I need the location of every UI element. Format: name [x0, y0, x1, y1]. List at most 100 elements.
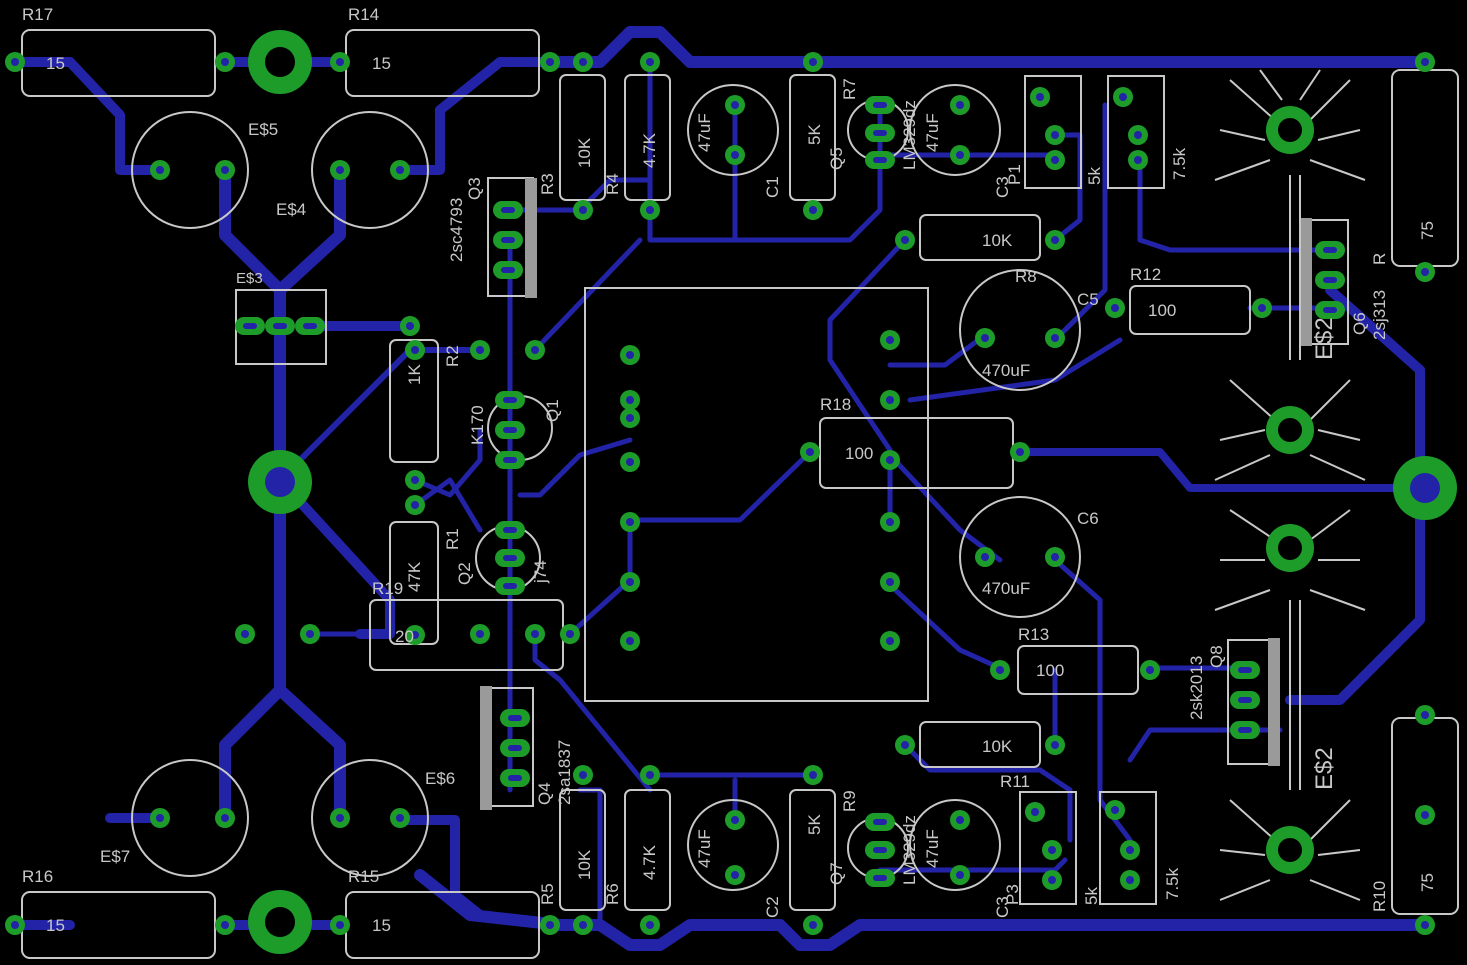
- via-hole: [566, 630, 574, 638]
- heatsink-bottom: [1214, 509, 1366, 901]
- transistor-hole: [501, 267, 515, 273]
- p2-body: [1107, 75, 1165, 189]
- via-hole: [531, 346, 539, 354]
- value-r2: 1K: [405, 364, 424, 385]
- transistor-hole: [873, 157, 887, 163]
- trace-s25: [902, 742, 1073, 843]
- trace-s8: [1137, 157, 1333, 253]
- trace-s26: [517, 437, 633, 498]
- via-hole: [646, 206, 654, 214]
- via-hole: [809, 921, 817, 929]
- via-hole: [306, 630, 314, 638]
- via-hole: [11, 921, 19, 929]
- part-q6: 2sj313: [1370, 290, 1389, 340]
- trace-s9: [907, 337, 1123, 403]
- via-hole: [11, 58, 19, 66]
- via-hole: [626, 637, 634, 645]
- p3-body: [1019, 791, 1077, 905]
- trace-s12: [827, 237, 908, 523]
- via-hole: [411, 631, 419, 639]
- via-hole: [1051, 741, 1059, 749]
- via-hole: [221, 814, 229, 822]
- r-10k-bot-body: [919, 721, 1041, 768]
- via-hole: [1421, 58, 1429, 66]
- label-q6: Q6: [1350, 312, 1369, 335]
- label-r2: R2: [443, 345, 462, 367]
- via-hole: [981, 553, 989, 561]
- label-lm-top: LM329dz: [900, 100, 919, 170]
- via-hole: [546, 921, 554, 929]
- c4-circle: [909, 799, 1001, 891]
- rotated-labels: R3 R4 10K 4.7K R7 5K C1 47uF Q5 LM329dz …: [405, 78, 1437, 918]
- label-k170: K170: [468, 405, 487, 445]
- value-r9: 5K: [805, 814, 824, 835]
- c5-circle: [959, 269, 1081, 391]
- label-r11: R11: [1000, 772, 1030, 791]
- via-hole: [809, 58, 817, 66]
- trace-s4: [532, 237, 643, 353]
- via-hole: [336, 58, 344, 66]
- silkscreen: [21, 29, 1459, 959]
- heatsink-top: [1214, 69, 1366, 481]
- value-c3: 47uF: [923, 113, 942, 152]
- label-c4: C3: [993, 896, 1012, 918]
- via-hole: [901, 236, 909, 244]
- via-hole: [1051, 236, 1059, 244]
- via-hole: [1051, 156, 1059, 164]
- via-hole: [579, 921, 587, 929]
- trace-r17: [10, 57, 165, 175]
- transistor-hole: [1323, 277, 1337, 283]
- transistor-hole: [873, 875, 887, 881]
- transistor-hole: [1238, 697, 1252, 703]
- q3-tab: [525, 178, 537, 298]
- value-r7: 5K: [805, 124, 824, 145]
- trace-s27: [412, 427, 483, 498]
- via-hole: [406, 322, 414, 330]
- value-r15: 15: [372, 916, 391, 935]
- label-q8: Q8: [1207, 645, 1226, 668]
- transistor-hole: [873, 819, 887, 825]
- value-r6: 4.7K: [640, 844, 659, 880]
- label-lm-bot: LM329dz: [900, 815, 919, 885]
- trace-s14: [627, 449, 813, 523]
- via-hole: [1036, 93, 1044, 101]
- p1-body: [1024, 75, 1082, 189]
- via-hole: [1016, 448, 1024, 456]
- value-c1: 47uF: [695, 113, 714, 152]
- transistor-hole: [873, 847, 887, 853]
- label-e7: E$7: [100, 847, 130, 866]
- value-c4: 47uF: [923, 829, 942, 868]
- via-hole: [886, 578, 894, 586]
- part-q8: 2sk2013: [1187, 656, 1206, 720]
- via-hole: [731, 871, 739, 879]
- trace-right-rail: [1285, 285, 1425, 705]
- transistor-hole: [503, 427, 517, 433]
- pads: [248, 30, 1457, 954]
- via-hole: [531, 630, 539, 638]
- transistor-hole: [1323, 307, 1337, 313]
- label-r13: R13: [1018, 625, 1049, 644]
- trace-bot-y: [219, 684, 346, 826]
- value-r5: 10K: [575, 849, 594, 880]
- label-r9: R9: [840, 790, 859, 812]
- via-hole: [156, 166, 164, 174]
- small-pads: [5, 52, 1435, 935]
- via-hole: [996, 666, 1004, 674]
- via-hole: [1421, 711, 1429, 719]
- c6-circle: [959, 496, 1081, 618]
- transistor-hole: [503, 583, 517, 589]
- via-hole: [1126, 846, 1134, 854]
- via-hole: [221, 58, 229, 66]
- via-hole: [886, 637, 894, 645]
- label-r8: R8: [1015, 267, 1037, 286]
- via-hole: [1048, 876, 1056, 884]
- label-c1: C1: [763, 176, 782, 198]
- via-hole: [901, 741, 909, 749]
- label-r14: R14: [348, 5, 379, 24]
- via-hole: [579, 58, 587, 66]
- transistor-hole: [503, 457, 517, 463]
- e5-circle: [131, 111, 249, 229]
- label-q4: Q4: [535, 782, 554, 805]
- via-hole: [1421, 268, 1429, 276]
- via-hole: [1051, 131, 1059, 139]
